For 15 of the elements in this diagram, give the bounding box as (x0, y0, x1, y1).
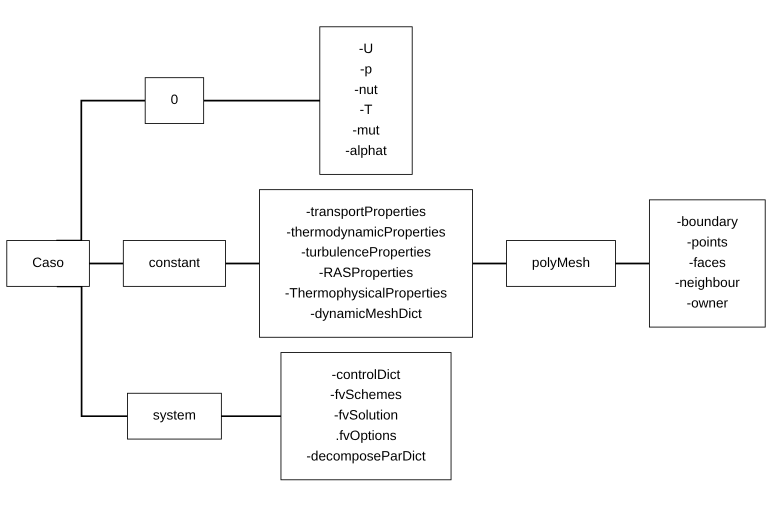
node-box: polyMesh (506, 240, 616, 286)
node-box: constant (122, 240, 226, 286)
node-box: Caso (6, 240, 90, 286)
node-box: -controlDict -fvSchemes -fvSolution .fvOptions -decomposeParDict (280, 352, 452, 480)
connector (221, 415, 281, 417)
connector (615, 262, 650, 264)
node-box: system (127, 392, 222, 440)
connector (204, 99, 320, 102)
connector (89, 262, 124, 264)
connector (226, 262, 260, 264)
connector (472, 262, 506, 264)
node-box: 0 (144, 76, 204, 124)
node-box: -boundary -points -faces -neighbour -owner (648, 199, 766, 328)
node-box: -transportProperties -thermodynamicProperties -turbulenceProperties -RASProperties -ThermophysicalProperties -dynamicMeshDict (259, 188, 473, 338)
node-box: -U -p -nut -T -mut -alphat (319, 26, 413, 175)
